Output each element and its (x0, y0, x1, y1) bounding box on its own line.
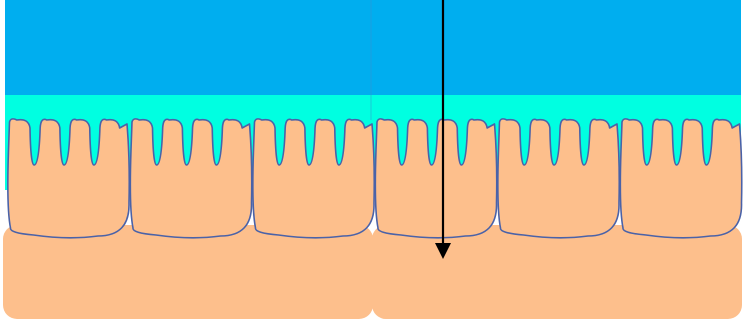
tissue-base-left (3, 225, 373, 319)
lumen-layer (5, 0, 741, 95)
tissue-base-right (372, 225, 742, 319)
